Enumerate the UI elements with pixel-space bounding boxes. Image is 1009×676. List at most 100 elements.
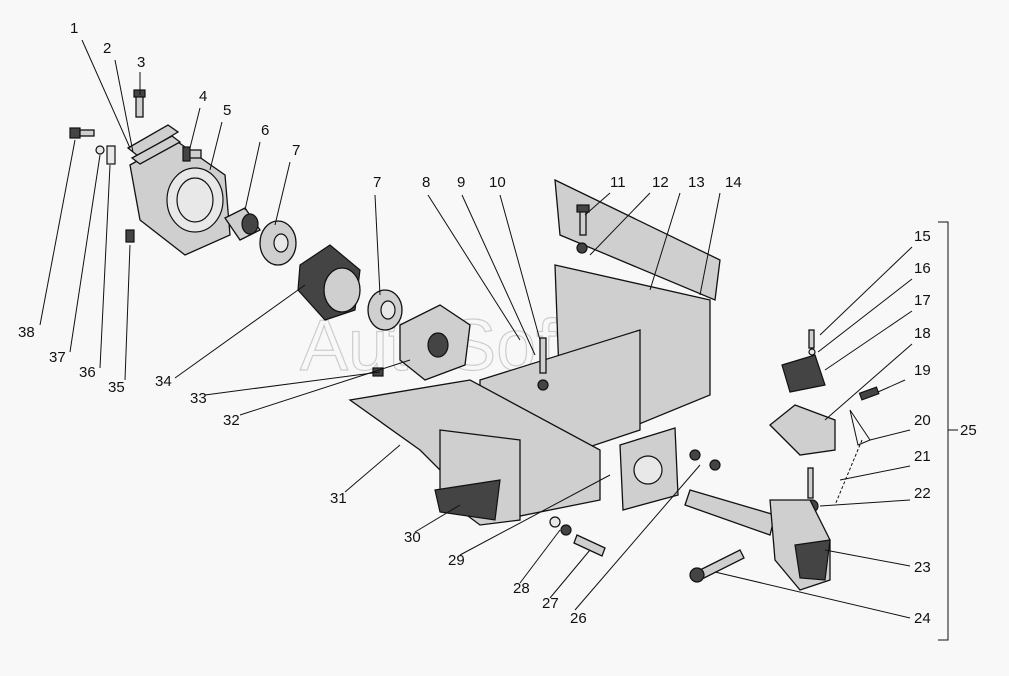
callout-label-33: 33 [190, 390, 207, 407]
callout-label-11: 11 [610, 174, 626, 191]
callout-label-23: 23 [914, 559, 931, 576]
seal-7b [367, 289, 403, 331]
leader-line [824, 549, 911, 567]
callout-label-6: 6 [261, 122, 269, 139]
bolt-10 [539, 337, 547, 374]
leader-lines [39, 39, 913, 619]
pin-21 [807, 467, 814, 499]
leader-line [39, 139, 76, 326]
washer-28 [549, 516, 561, 528]
screw-15 [808, 329, 815, 349]
callout-label-38: 38 [18, 324, 35, 341]
flange-32 [399, 304, 471, 381]
leader-line [244, 141, 261, 211]
callout-label-16: 16 [914, 260, 931, 277]
leader-line [344, 444, 401, 493]
nut-26a [689, 449, 701, 461]
callout-label-5: 5 [223, 102, 231, 119]
leader-line [714, 571, 911, 619]
leader-line [574, 464, 701, 611]
callout-label-30: 30 [404, 529, 421, 546]
bolt-27 [573, 534, 606, 557]
callout-label-17: 17 [914, 292, 931, 309]
callout-label-36: 36 [79, 364, 96, 381]
cotter-pin-20 [849, 409, 871, 446]
callout-label-8: 8 [422, 174, 430, 191]
callout-label-18: 18 [914, 325, 931, 342]
callout-label-21: 21 [914, 448, 931, 465]
coupling-housing [129, 139, 231, 256]
grease-fitting-35 [125, 229, 135, 243]
hook-lock-18 [769, 404, 836, 456]
leader-line [589, 192, 651, 256]
bolt-38 [69, 127, 95, 139]
callout-label-20: 20 [914, 412, 931, 429]
leader-line [209, 121, 223, 171]
leader-line [99, 164, 111, 369]
frame-bracket [348, 178, 721, 526]
leader-line [817, 278, 913, 353]
callout-label-7: 7 [373, 174, 381, 191]
leader-line [114, 59, 134, 153]
leader-line [819, 246, 913, 336]
callout-label-24: 24 [914, 610, 931, 627]
nut-12 [576, 242, 588, 254]
leader-line [869, 429, 911, 441]
callout-label-34: 34 [155, 373, 172, 390]
leader-line [584, 192, 611, 216]
callout-label-37: 37 [49, 349, 66, 366]
callout-label-31: 31 [330, 490, 347, 507]
pin-19 [858, 386, 880, 401]
bushing-6 [224, 207, 261, 241]
leader-line [174, 284, 306, 379]
mounting-plate-29 [619, 427, 679, 511]
callout-label-1: 1 [70, 20, 78, 37]
callout-label-15: 15 [914, 228, 931, 245]
leader-line [519, 529, 561, 584]
leader-line [274, 161, 291, 226]
leader-line [459, 474, 611, 556]
leader-line [499, 194, 541, 341]
callout-label-10: 10 [489, 174, 506, 191]
callout-label-35: 35 [108, 379, 125, 396]
leader-line [427, 194, 521, 341]
leader-line [239, 359, 411, 416]
callout-label-32: 32 [223, 412, 240, 429]
callout-label-26: 26 [570, 610, 587, 627]
callout-label-25: 25 [960, 422, 977, 439]
washer-37 [95, 145, 105, 155]
seal-7 [259, 220, 297, 266]
leader-line [699, 192, 721, 296]
leader-line [649, 192, 681, 291]
nut-26b [709, 459, 721, 471]
leader-line [124, 244, 131, 381]
leader-line [839, 465, 911, 481]
callout-label-22: 22 [914, 485, 931, 502]
callout-label-28: 28 [513, 580, 530, 597]
group-bracket-25 [938, 221, 958, 641]
tow-hook-23 [684, 489, 831, 591]
callout-label-7: 7 [292, 142, 300, 159]
leader-line [81, 39, 131, 149]
leader-line [819, 499, 911, 507]
callout-label-19: 19 [914, 362, 931, 379]
callout-label-9: 9 [457, 174, 465, 191]
leader-line [189, 107, 201, 149]
callout-label-14: 14 [725, 174, 742, 191]
clamp-plate [126, 124, 182, 165]
nut-28 [560, 524, 572, 536]
leader-line [374, 194, 381, 296]
rubber-bushing-34 [297, 244, 361, 321]
bolt-11 [576, 204, 590, 236]
leader-line [204, 371, 381, 396]
leader-line [414, 504, 461, 533]
leader-line [461, 194, 536, 356]
leader-line [824, 343, 913, 421]
latch-17 [781, 354, 826, 393]
leader-line [824, 310, 913, 371]
bolt-4 [182, 146, 202, 162]
callout-label-2: 2 [103, 40, 111, 57]
callout-label-4: 4 [199, 88, 207, 105]
